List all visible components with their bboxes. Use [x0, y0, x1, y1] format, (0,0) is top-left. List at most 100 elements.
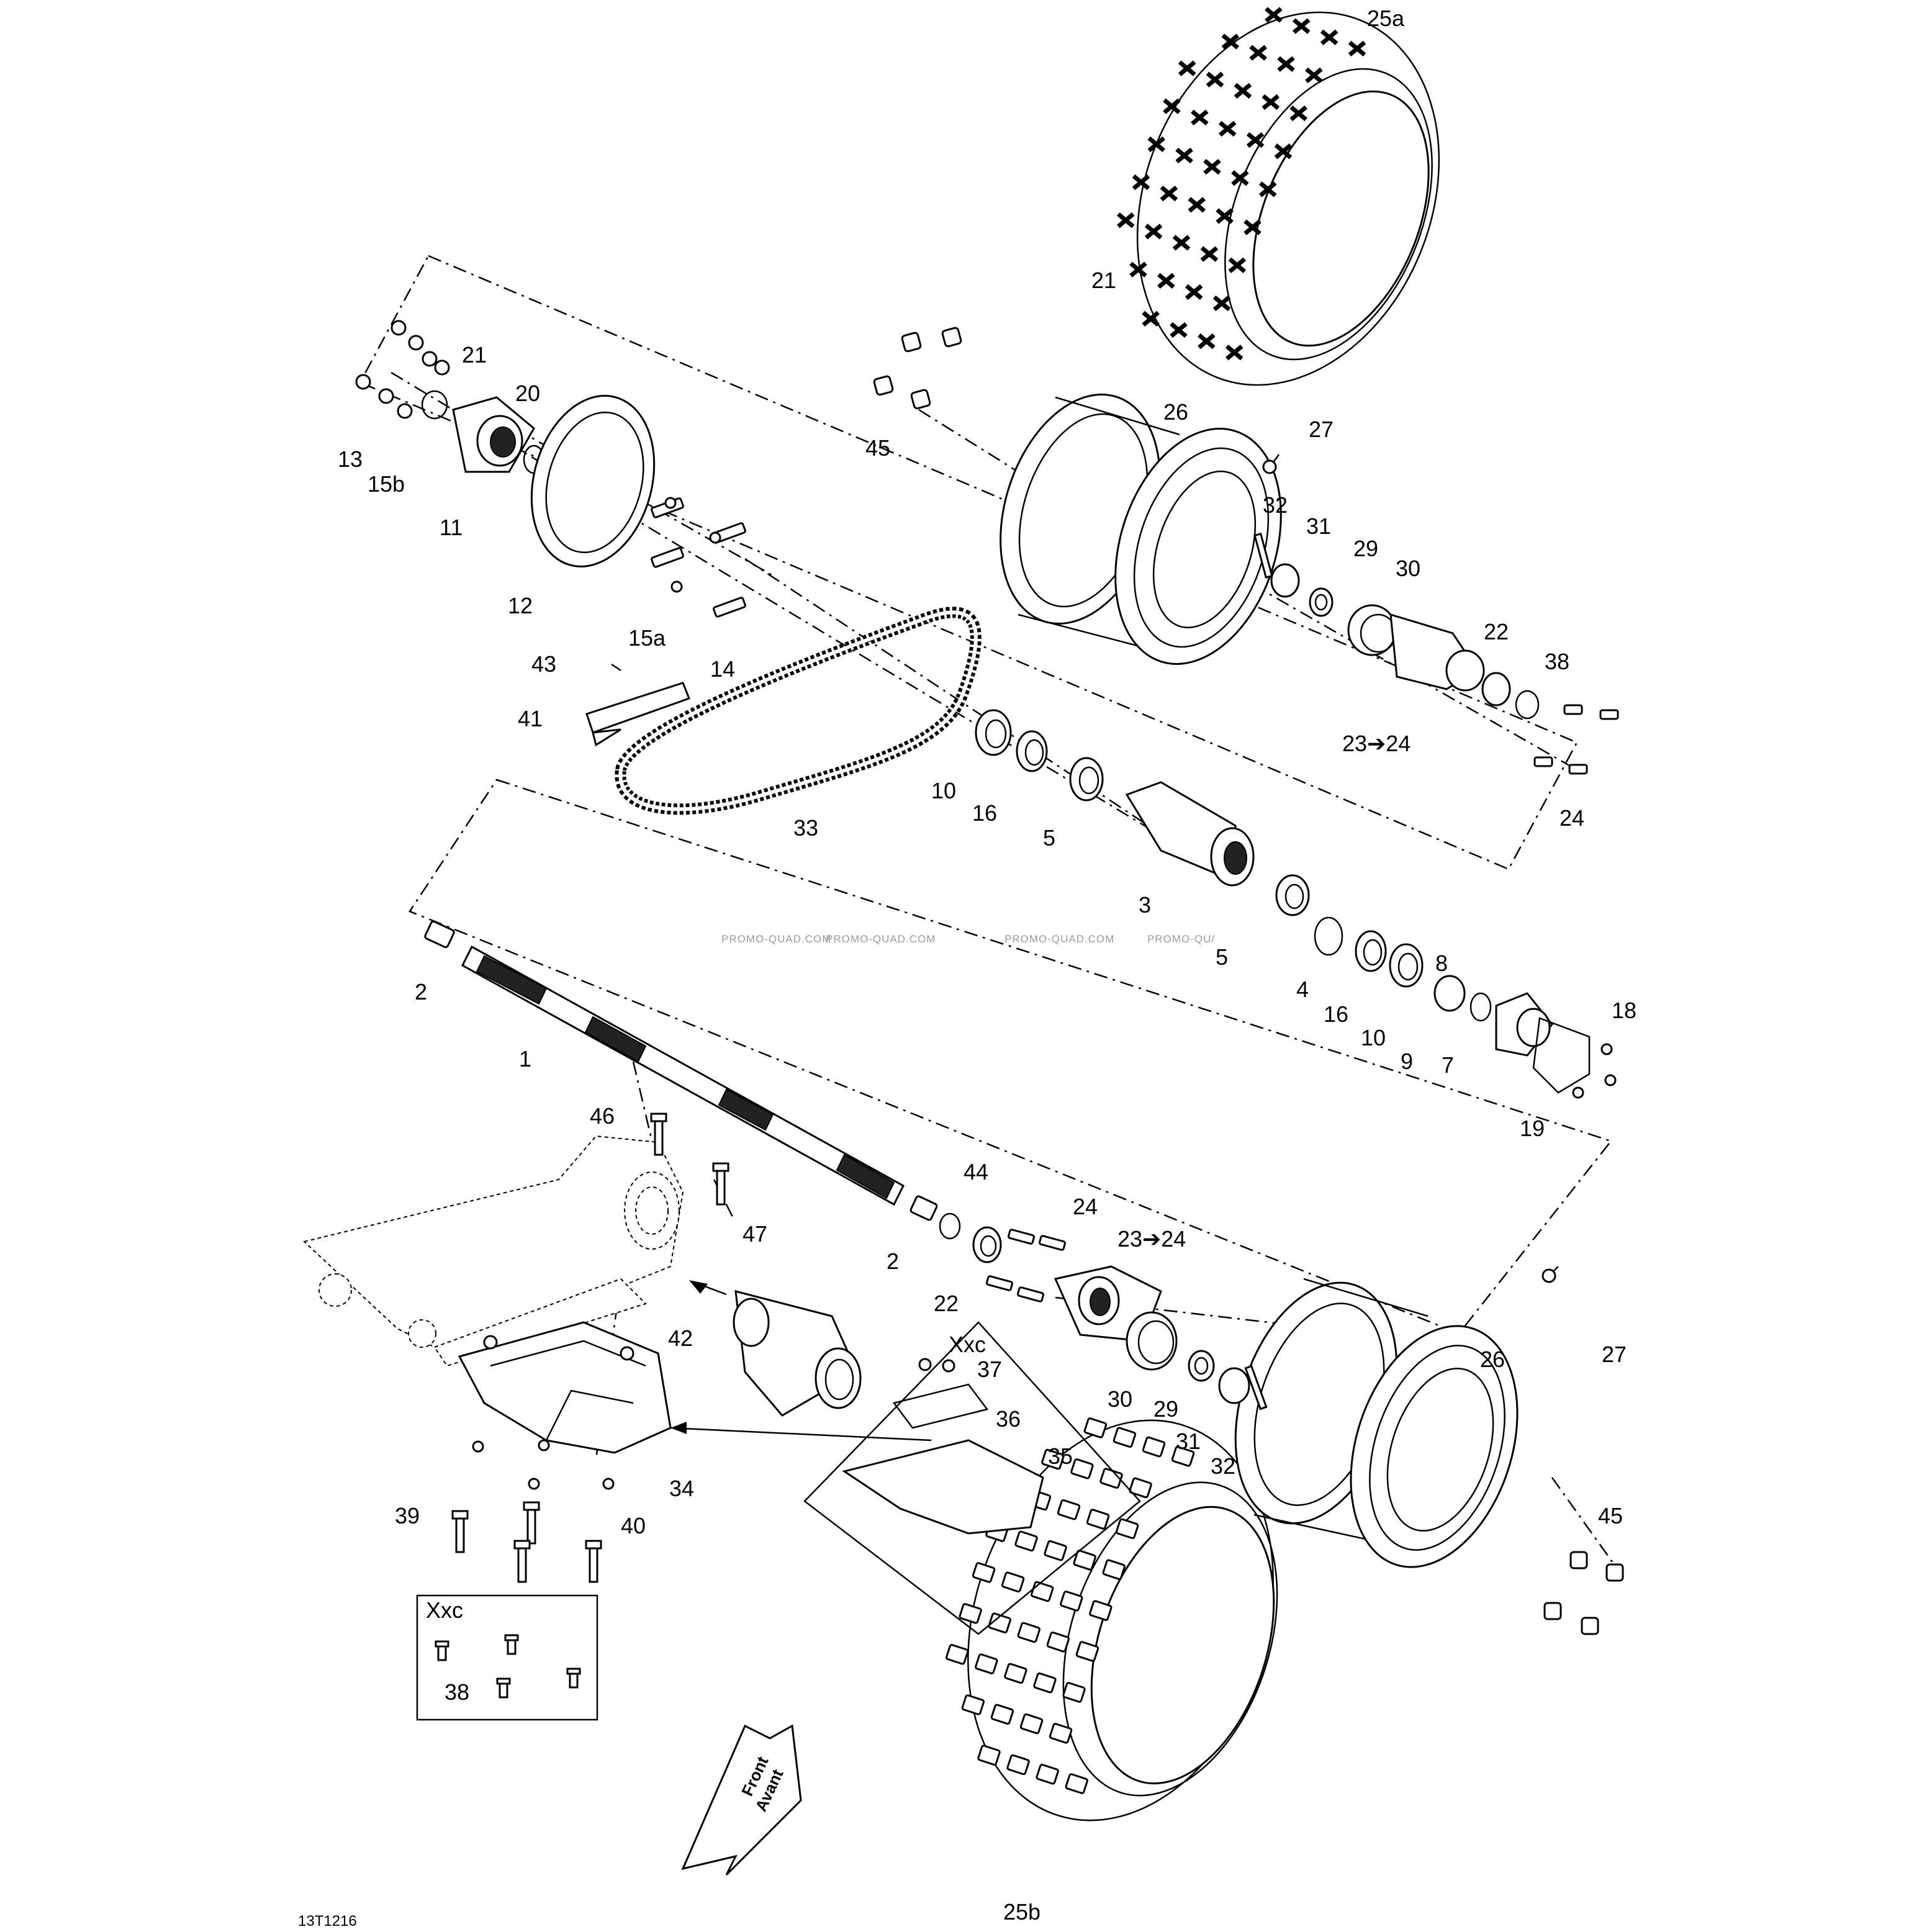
- callout-xxc-diamond: Xxc: [949, 1332, 986, 1357]
- callout-10-upper: 10: [931, 778, 956, 803]
- tread-knob: [1073, 1550, 1096, 1571]
- callout-34: 34: [669, 1476, 694, 1501]
- callout-4: 4: [1296, 977, 1309, 1002]
- callout-5-upper: 5: [1043, 825, 1055, 851]
- tread-knob: [1049, 1723, 1073, 1744]
- tread-knob: [1348, 40, 1366, 56]
- tread-knob: [1289, 105, 1307, 122]
- tread-knob: [946, 1644, 969, 1665]
- tread-knob: [1171, 1446, 1195, 1467]
- tread-knob: [1320, 29, 1338, 45]
- tread-knob: [1293, 18, 1311, 34]
- tread-knob: [1065, 1773, 1088, 1794]
- callout-36: 36: [996, 1406, 1021, 1432]
- callout-40: 40: [621, 1513, 646, 1538]
- tread-knob: [1019, 1713, 1044, 1735]
- tread-knob: [1142, 310, 1160, 327]
- tread-knob: [1033, 1672, 1057, 1694]
- callout-31-lower: 31: [1176, 1429, 1201, 1454]
- tread-knob: [1147, 136, 1165, 153]
- tread-knob: [1006, 1754, 1030, 1776]
- tread-knob: [1277, 56, 1295, 72]
- tread-knob: [1172, 235, 1191, 251]
- tread-knob: [1203, 158, 1221, 175]
- callout-22-upper: 22: [1484, 619, 1509, 644]
- callout-45-lower: 45: [1598, 1503, 1623, 1528]
- callout-16-upper: 16: [972, 800, 997, 826]
- tread-knob: [1305, 67, 1323, 84]
- tread-knob: [1200, 246, 1219, 262]
- callout-19: 19: [1520, 1116, 1545, 1141]
- tread-knob: [1046, 1632, 1070, 1653]
- callout-38-upper: 38: [1545, 649, 1569, 674]
- callout-labels: 25a 21 26 27 21 20 13 15b 11 45 32 31 29…: [298, 6, 1636, 1930]
- tread-knob: [1170, 322, 1188, 338]
- callout-37: 37: [977, 1356, 1002, 1382]
- bolts-46-47: [650, 1113, 729, 1206]
- callout-26-lower: 26: [1480, 1347, 1505, 1372]
- callout-18: 18: [1612, 998, 1636, 1023]
- axle-carrier-body: [689, 1280, 862, 1417]
- tread-knob: [1234, 83, 1252, 99]
- callout-2-right: 2: [887, 1248, 899, 1274]
- tread-knob: [1188, 197, 1206, 213]
- callout-27-upper: 27: [1309, 417, 1334, 442]
- tread-knob: [1244, 219, 1262, 235]
- callout-5-lower: 5: [1216, 944, 1228, 970]
- tread-knob: [1062, 1682, 1086, 1703]
- tread-knob: [1102, 1559, 1126, 1581]
- tread-knob: [1057, 1499, 1081, 1520]
- tread-knob: [1017, 1622, 1040, 1643]
- callout-23-upper: 23➔24: [1342, 731, 1411, 756]
- tread-knob: [1004, 1663, 1027, 1684]
- tread-knob: [1132, 174, 1150, 191]
- tire-25a: [1117, 7, 1440, 386]
- callout-2-left: 2: [415, 979, 427, 1004]
- tread-knob: [1185, 284, 1203, 300]
- tread-knob: [1225, 345, 1244, 361]
- svg-text:PROMO-QUAD.COM: PROMO-QUAD.COM: [721, 933, 831, 945]
- callout-24-upper: 24: [1560, 805, 1584, 831]
- svg-text:PROMO-QUAD.COM: PROMO-QUAD.COM: [826, 933, 936, 945]
- tread-knob: [1221, 34, 1240, 50]
- bolt-variant-inset: [416, 1594, 598, 1721]
- tread-knob: [1089, 1600, 1113, 1621]
- axle-assembly-outline: [409, 779, 1613, 1335]
- tread-knob: [1044, 1540, 1067, 1561]
- tread-knob: [1113, 1427, 1137, 1448]
- callout-8: 8: [1435, 950, 1448, 976]
- callout-21: 21: [1091, 268, 1116, 293]
- tread-knob: [1115, 1518, 1139, 1540]
- lower-hub-stack: [972, 1226, 1268, 1411]
- tread-knob: [1157, 273, 1175, 289]
- hub-assembly-outline: [359, 255, 1578, 870]
- skid-plate-34: [458, 1321, 932, 1490]
- callout-44: 44: [964, 1159, 988, 1185]
- callout-42: 42: [668, 1325, 693, 1351]
- tread-knob: [1129, 1477, 1152, 1499]
- callout-43: 43: [531, 651, 556, 677]
- callout-26-upper: 26: [1163, 399, 1188, 425]
- tread-knob: [1262, 94, 1280, 111]
- tread-knob: [1142, 1436, 1166, 1458]
- tread-knob: [961, 1694, 985, 1715]
- tread-knob: [1129, 261, 1147, 278]
- tread-knob: [975, 1653, 998, 1674]
- callout-12: 12: [508, 593, 533, 618]
- callout-35: 35: [1048, 1443, 1073, 1469]
- callout-24-lower: 24: [1073, 1194, 1098, 1219]
- callout-7: 7: [1442, 1052, 1454, 1078]
- callout-20: 20: [515, 381, 540, 406]
- callout-30-lower: 30: [1108, 1386, 1132, 1412]
- callout-9: 9: [1401, 1049, 1413, 1074]
- callout-11: 11: [440, 515, 463, 540]
- callout-1: 1: [519, 1046, 531, 1072]
- valve-cap-lower: [1542, 1268, 1556, 1283]
- tread-knob: [1175, 147, 1193, 164]
- wheel-nuts-45-lower: [1543, 1551, 1624, 1635]
- tread-knob: [1041, 1448, 1065, 1470]
- tread-knob: [977, 1745, 1001, 1766]
- callout-30-upper: 30: [1396, 556, 1420, 581]
- tread-knob: [988, 1612, 1011, 1633]
